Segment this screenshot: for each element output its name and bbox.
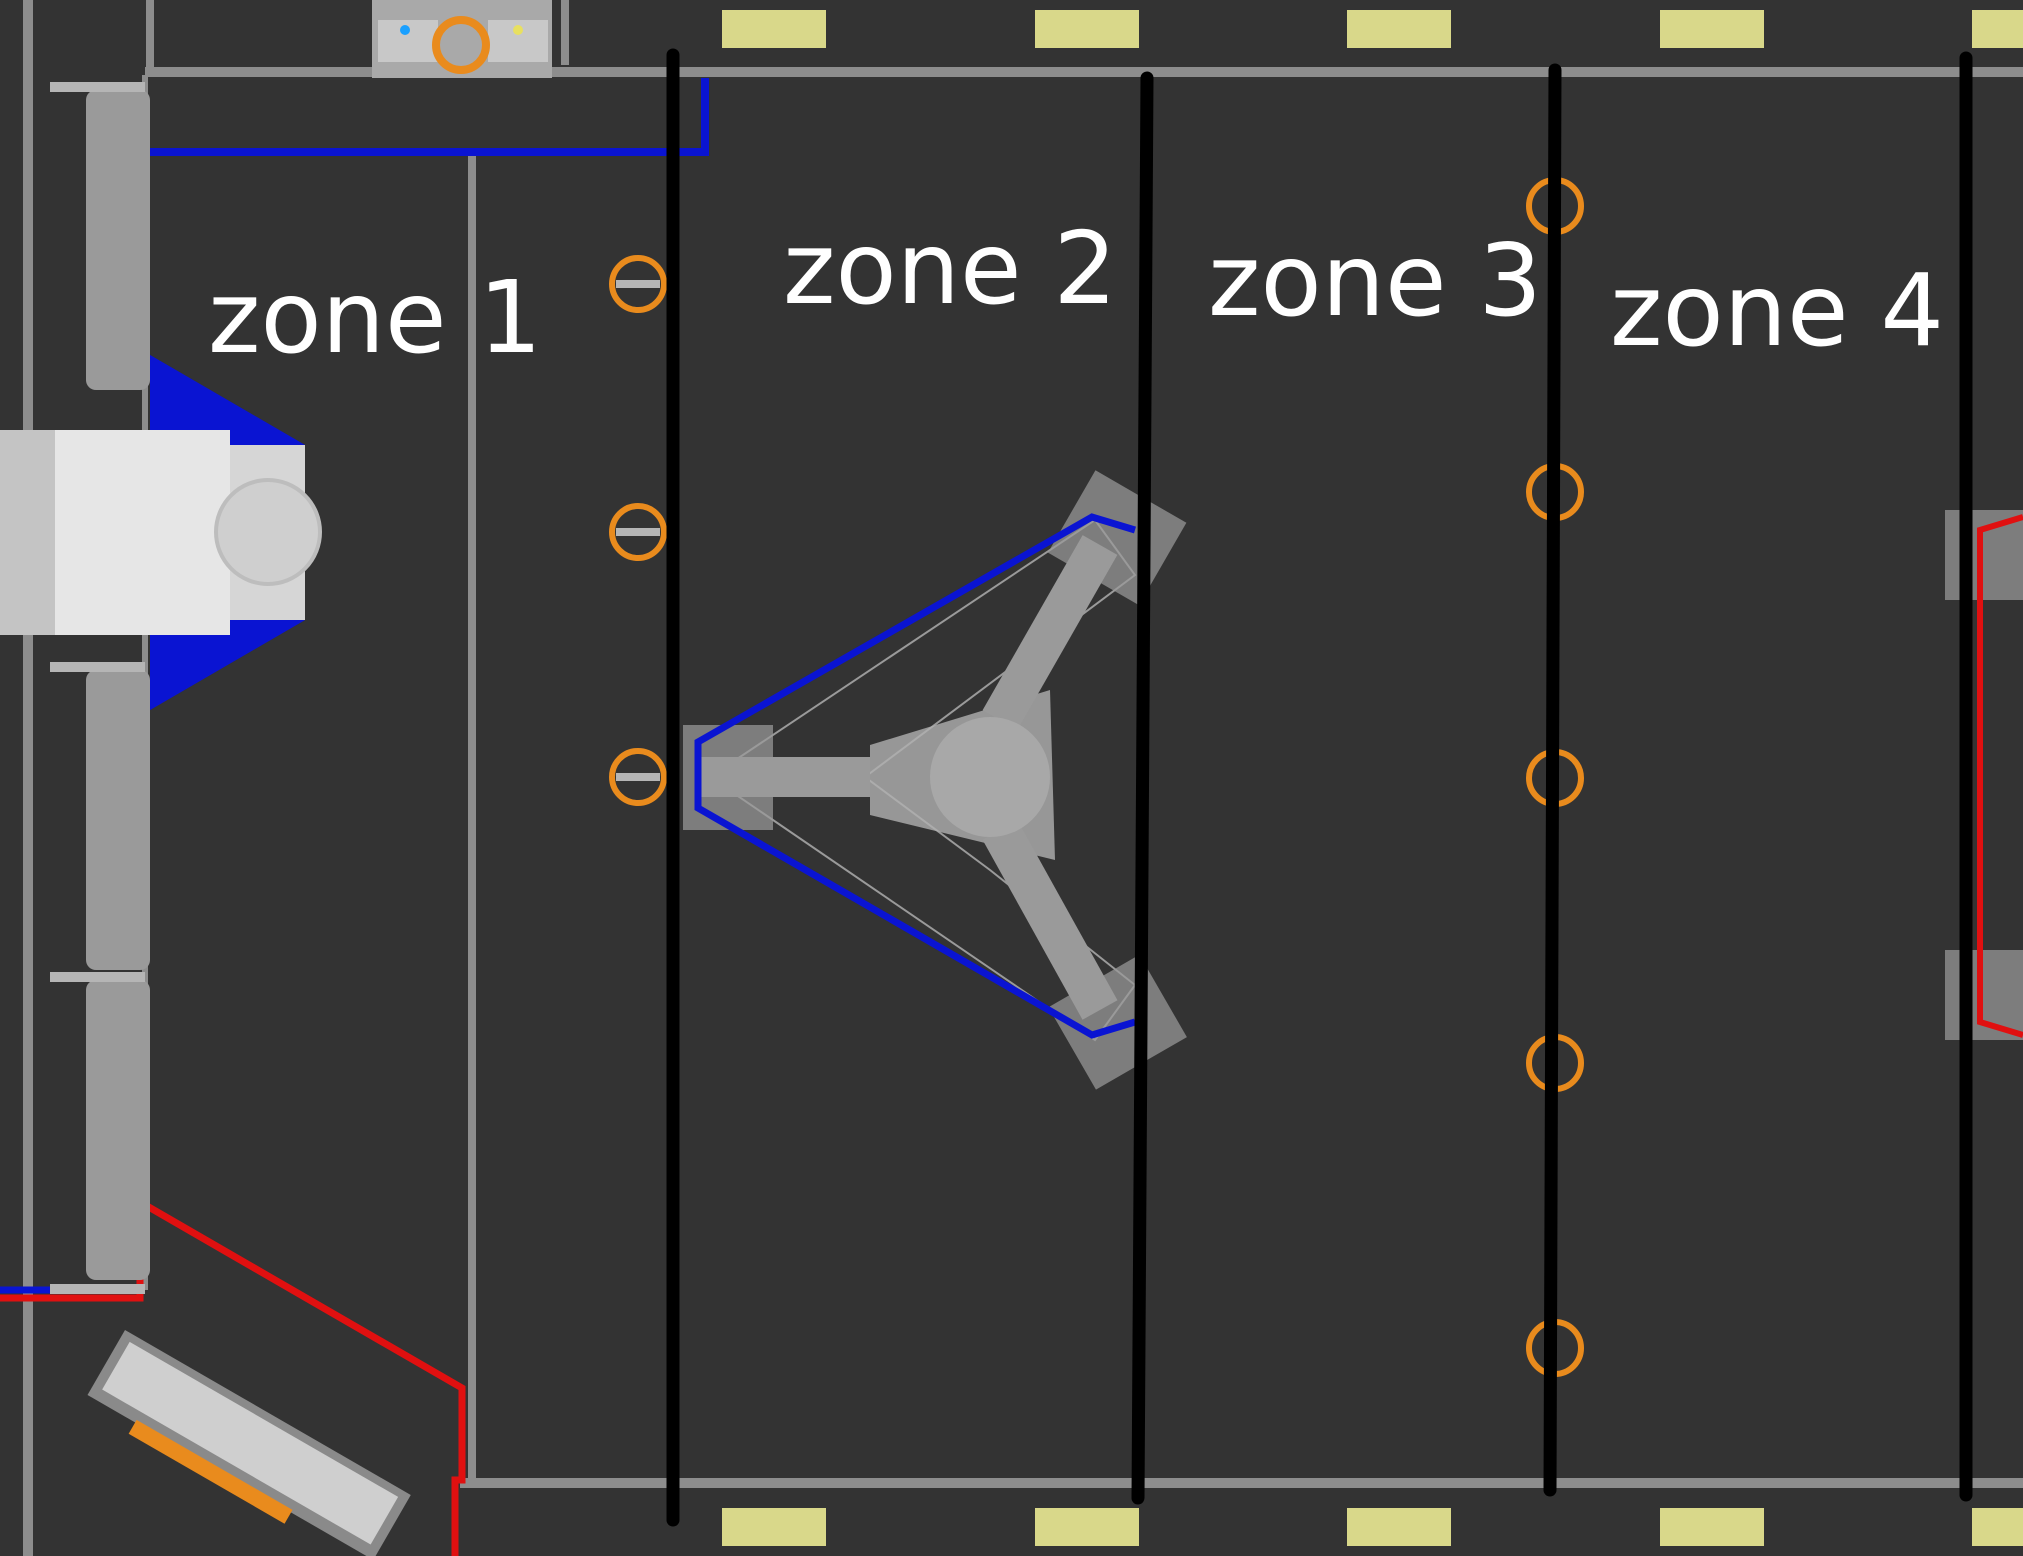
yellow-marker-icon [1347,10,1451,48]
yellow-marker-icon [1972,10,2023,48]
angled-bin [87,1330,411,1556]
yellow-marker-icon [1347,1508,1451,1546]
rings-zone-1 [609,255,667,806]
yellow-marker-icon [1972,1508,2023,1546]
triangular-stage-icon [683,470,1187,1090]
zone-2-label: zone 2 [783,210,1117,327]
orange-ring-icon [609,503,667,561]
red-alliance-line [0,1195,466,1556]
yellow-marker-icon [722,10,826,48]
bottom-tags [722,1508,2023,1546]
partial-stage-right [1945,510,2023,1040]
yellow-marker-icon [1035,10,1139,48]
zone-divider-2 [1131,71,1154,1505]
zone-dividers [666,48,1973,1527]
yellow-marker-icon [1660,1508,1764,1546]
ring-bars [616,280,660,781]
yellow-marker-icon [1035,1508,1139,1546]
top-loading-station [372,0,552,78]
top-tags [722,10,2023,48]
orange-ring-icon [432,16,490,74]
zone-4-label: zone 4 [1610,252,1944,369]
left-wall [50,82,150,1294]
zone-1-label: zone 1 [208,259,542,376]
zone-divider-3 [1543,63,1562,1497]
blue-alliance-line [150,78,709,156]
zone-3-label: zone 3 [1208,222,1542,339]
blue-feeder-station [0,280,322,790]
yellow-marker-icon [722,1508,826,1546]
orange-ring-icon [609,255,667,313]
orange-ring-icon [609,748,667,806]
yellow-marker-icon [1660,10,1764,48]
